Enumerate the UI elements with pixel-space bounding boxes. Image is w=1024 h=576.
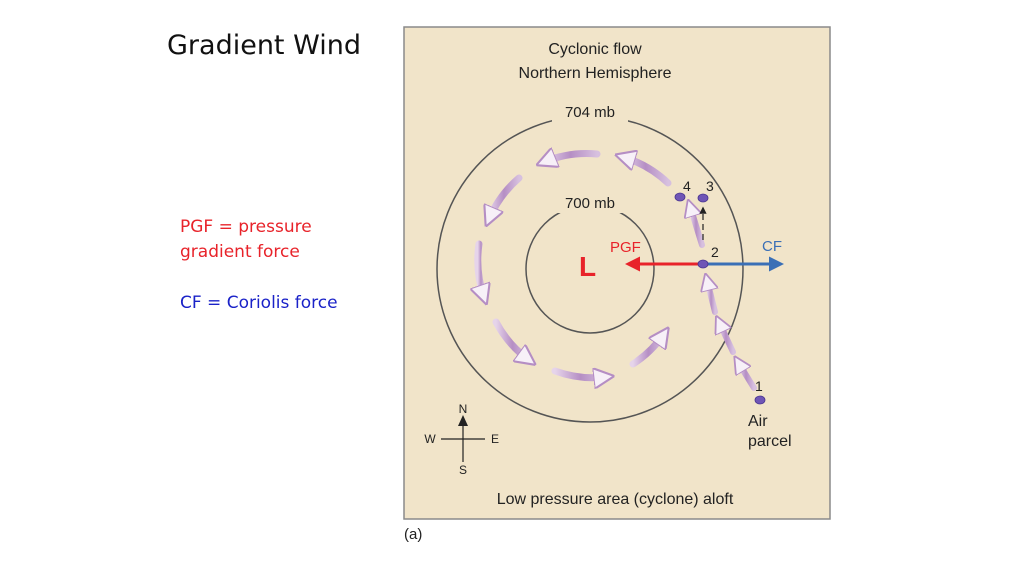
pgf-definition-line1: PGF = pressure (180, 217, 312, 237)
compass-n: N (459, 402, 468, 416)
air-parcel-4 (674, 192, 686, 202)
diagram-title-line2: Northern Hemisphere (519, 65, 672, 82)
diagram-bottom-caption: Low pressure area (cyclone) aloft (497, 491, 734, 508)
compass-w: W (424, 432, 436, 446)
outer-isobar-label-bg (552, 100, 628, 122)
parcel-label-2: 2 (711, 244, 719, 260)
parcel-track-arrow (738, 362, 757, 391)
compass-e: E (491, 432, 499, 446)
inner-isobar-label: 700 mb (565, 195, 615, 212)
parcel-label-4: 4 (683, 178, 691, 194)
flow-arrow (492, 318, 529, 360)
pgf-definition-line2: gradient force (180, 242, 300, 262)
air-parcel-1 (754, 395, 766, 405)
air-parcel-label-line2: parcel (748, 433, 792, 450)
flow-arrow (629, 334, 664, 368)
compass-rose: N S W E (424, 402, 499, 477)
inner-isobar-label-bg (552, 191, 628, 213)
outer-isobar-label: 704 mb (565, 104, 615, 121)
flow-arrow (544, 154, 601, 162)
cf-label: CF (762, 238, 782, 255)
parcel-track-arrow (690, 206, 705, 248)
air-parcel-label-line1: Air (748, 413, 768, 430)
parcel-label-3: 3 (706, 178, 714, 194)
low-pressure-symbol: L (579, 251, 596, 282)
diagram-title-line1: Cyclonic flow (548, 41, 642, 58)
panel-label: (a) (404, 526, 423, 543)
air-parcel-2 (697, 259, 709, 269)
flow-arrow (551, 371, 606, 378)
air-parcel-3 (697, 193, 709, 203)
flow-arrow (489, 174, 523, 219)
compass-s: S (459, 463, 467, 477)
pgf-label: PGF (610, 239, 641, 256)
cf-definition: CF = Coriolis force (180, 293, 338, 313)
flow-arrow (623, 157, 672, 187)
parcel-label-1: 1 (755, 378, 763, 394)
slide-title: Gradient Wind (167, 30, 361, 61)
flow-arrow (478, 240, 484, 297)
parcel-track-arrow (719, 322, 736, 355)
compass-north-arrow-icon (458, 415, 468, 426)
parcel-track-arrow (707, 280, 715, 315)
